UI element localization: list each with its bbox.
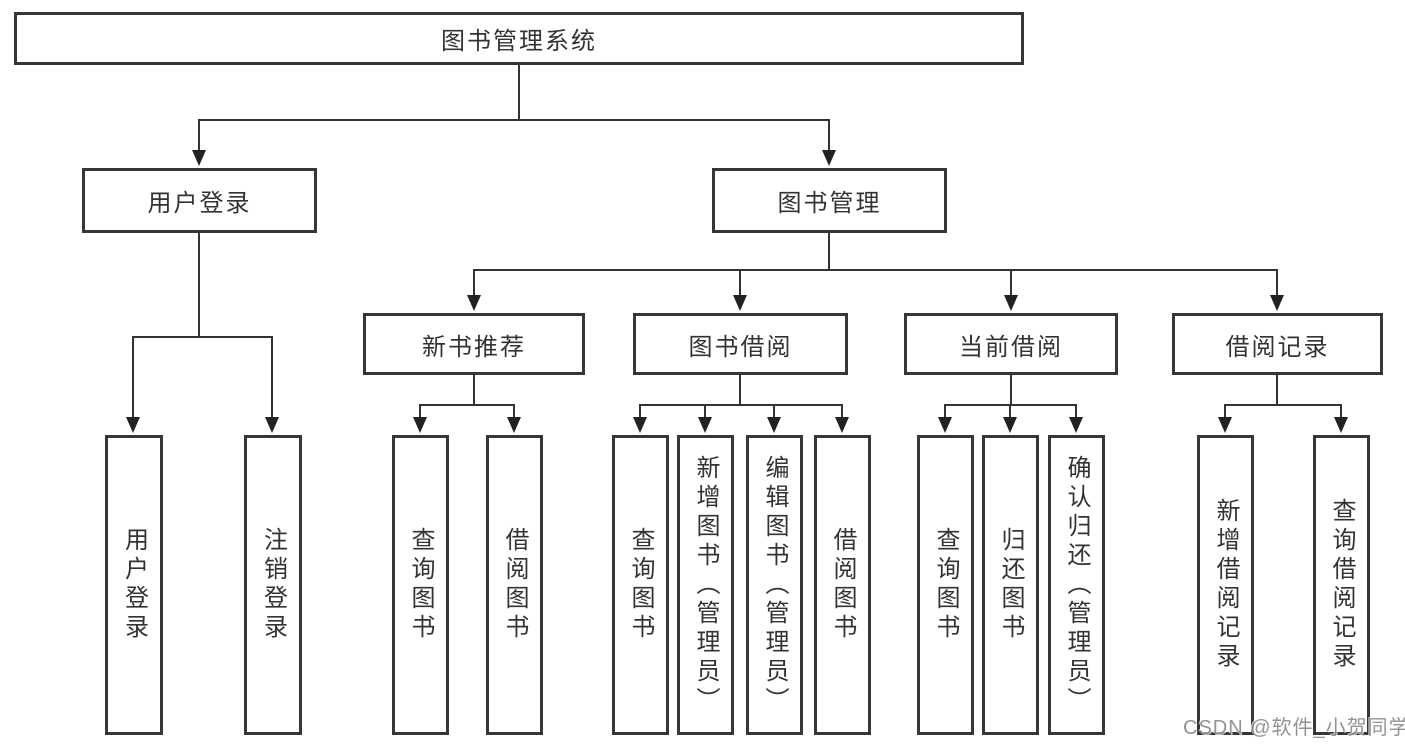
leaf-add-book-admin-label: 新增图书（管理员） xyxy=(692,454,719,716)
connector-l3-stem xyxy=(1276,374,1278,406)
connector-shaft-user-login xyxy=(198,119,200,152)
node-user-login: 用户登录 xyxy=(82,168,317,233)
connector-shaft-leaf xyxy=(639,405,641,420)
node-book-management-label: 图书管理 xyxy=(777,190,882,217)
connector-shaft-leaf xyxy=(944,405,946,420)
connector-l3-stem xyxy=(739,374,741,406)
node-user-login-label: 用户登录 xyxy=(147,190,252,217)
connector-shaft-leaf xyxy=(1075,405,1077,420)
node-book-management: 图书管理 xyxy=(712,168,947,233)
leaf-query-books-current-label: 查询图书 xyxy=(932,527,959,643)
node-new-book-recommend: 新书推荐 xyxy=(363,313,585,375)
leaf-query-books-current: 查询图书 xyxy=(917,435,974,735)
arrowhead-icon xyxy=(1003,417,1017,433)
node-current-borrow-label: 当前借阅 xyxy=(959,333,1063,361)
node-borrow-records-label: 借阅记录 xyxy=(1225,333,1330,361)
node-root-label: 图书管理系统 xyxy=(441,28,597,55)
arrowhead-icon xyxy=(698,417,712,433)
connector-book-management-stem xyxy=(828,232,830,271)
leaf-logout-label: 注销登录 xyxy=(259,527,287,643)
arrowhead-icon xyxy=(126,417,140,433)
connector-shaft-leaf xyxy=(1009,405,1011,420)
connector-shaft-l3 xyxy=(1276,269,1278,298)
leaf-borrow-books-borrow-label: 借阅图书 xyxy=(829,527,856,643)
leaf-query-books-recommend-label: 查询图书 xyxy=(407,527,434,643)
connector-root-stem xyxy=(518,65,520,120)
connector-split-level1 xyxy=(198,119,830,121)
leaf-borrow-books-recommend-label: 借阅图书 xyxy=(501,527,528,643)
leaf-edit-book-admin: 编辑图书（管理员） xyxy=(746,435,803,735)
arrowhead-icon xyxy=(822,150,836,166)
leaf-query-books-recommend: 查询图书 xyxy=(392,435,449,735)
node-book-borrow: 图书借阅 xyxy=(633,313,848,375)
connector-split-records xyxy=(1224,404,1342,406)
arrowhead-icon xyxy=(467,295,481,311)
arrowhead-icon xyxy=(938,417,952,433)
node-borrow-records: 借阅记录 xyxy=(1172,313,1383,375)
arrowhead-icon xyxy=(265,417,279,433)
arrowhead-icon xyxy=(633,417,647,433)
leaf-query-books-borrow: 查询图书 xyxy=(612,435,669,735)
leaf-return-books-label: 归还图书 xyxy=(997,527,1024,643)
connector-shaft-l3 xyxy=(739,269,741,298)
leaf-borrow-books-borrow: 借阅图书 xyxy=(814,435,871,735)
connector-shaft-leaf xyxy=(704,405,706,420)
arrowhead-icon xyxy=(1270,295,1284,311)
connector-split-borrow xyxy=(639,404,843,406)
node-new-book-recommend-label: 新书推荐 xyxy=(422,333,526,361)
leaf-user-login: 用户登录 xyxy=(105,435,163,735)
connector-shaft-leaf xyxy=(271,336,273,420)
leaf-add-borrow-record-label: 新增借阅记录 xyxy=(1212,498,1239,672)
leaf-confirm-return-admin-label: 确认归还（管理员） xyxy=(1063,454,1090,716)
leaf-query-borrow-record: 查询借阅记录 xyxy=(1313,435,1370,735)
leaf-query-borrow-record-label: 查询借阅记录 xyxy=(1328,498,1355,672)
leaf-borrow-books-recommend: 借阅图书 xyxy=(486,435,543,735)
connector-shaft-leaf xyxy=(132,336,134,420)
csdn-watermark: CSDN @软件_小贺同学 xyxy=(1183,717,1405,739)
arrowhead-icon xyxy=(1218,417,1232,433)
connector-l3-stem xyxy=(473,374,475,406)
arrowhead-icon xyxy=(1004,295,1018,311)
arrowhead-icon xyxy=(1069,417,1083,433)
leaf-add-book-admin: 新增图书（管理员） xyxy=(677,435,734,735)
connector-split-user-login xyxy=(132,336,273,338)
arrowhead-icon xyxy=(1334,417,1348,433)
connector-shaft-l3 xyxy=(1010,269,1012,298)
connector-shaft-leaf xyxy=(841,405,843,420)
node-book-borrow-label: 图书借阅 xyxy=(688,333,793,361)
connector-shaft-leaf xyxy=(513,405,515,420)
connector-user-login-stem xyxy=(198,232,200,337)
connector-split-current xyxy=(944,404,1077,406)
leaf-confirm-return-admin: 确认归还（管理员） xyxy=(1048,435,1105,735)
connector-split-book-management xyxy=(473,269,1278,271)
connector-shaft-leaf xyxy=(1224,405,1226,420)
leaf-query-books-borrow-label: 查询图书 xyxy=(627,527,654,643)
connector-shaft-book-management xyxy=(828,119,830,152)
leaf-edit-book-admin-label: 编辑图书（管理员） xyxy=(761,454,788,716)
connector-shaft-leaf xyxy=(419,405,421,420)
leaf-add-borrow-record: 新增借阅记录 xyxy=(1197,435,1254,735)
leaf-user-login-label: 用户登录 xyxy=(120,527,148,643)
connector-shaft-l3 xyxy=(473,269,475,298)
arrowhead-icon xyxy=(413,417,427,433)
arrowhead-icon xyxy=(507,417,521,433)
arrowhead-icon xyxy=(192,150,206,166)
arrowhead-icon xyxy=(835,417,849,433)
leaf-logout: 注销登录 xyxy=(244,435,302,735)
connector-split-recommend xyxy=(419,404,515,406)
arrowhead-icon xyxy=(733,295,747,311)
node-root: 图书管理系统 xyxy=(14,12,1024,65)
leaf-return-books: 归还图书 xyxy=(982,435,1039,735)
connector-shaft-leaf xyxy=(1340,405,1342,420)
arrowhead-icon xyxy=(767,417,781,433)
connector-shaft-leaf xyxy=(773,405,775,420)
connector-l3-stem xyxy=(1010,374,1012,406)
node-current-borrow: 当前借阅 xyxy=(904,313,1118,375)
